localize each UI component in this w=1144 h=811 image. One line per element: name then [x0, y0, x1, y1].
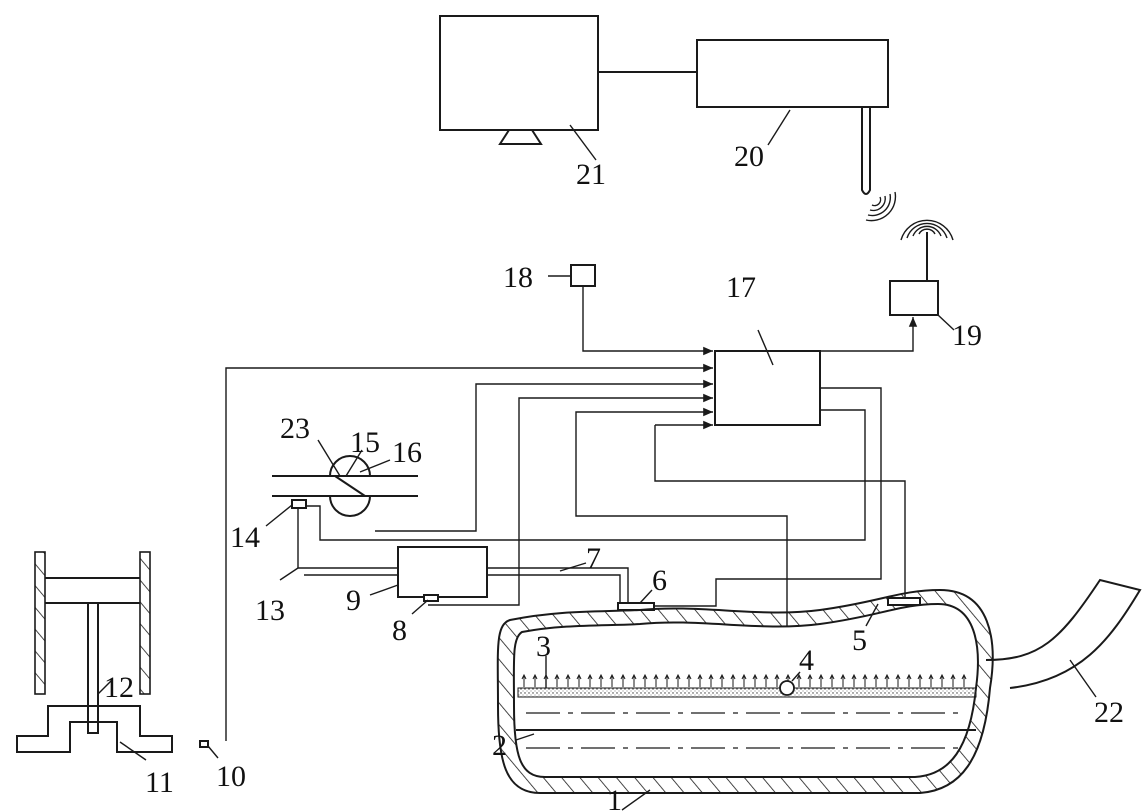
pump-box: [398, 547, 487, 597]
label-11: 11: [145, 766, 174, 799]
label-10: 10: [216, 760, 246, 793]
pressure-sensor: [292, 500, 306, 508]
porous-layer: [518, 688, 976, 697]
transmitter-unit: [890, 220, 953, 315]
label-9: 9: [346, 584, 361, 617]
signal-waves-receiver: [866, 192, 895, 221]
label-20: 20: [734, 140, 764, 173]
end-sensor: [200, 741, 208, 747]
input-module: [571, 265, 595, 286]
label-6: 6: [652, 564, 667, 597]
label-22: 22: [1094, 696, 1124, 729]
level-sensor: [780, 681, 794, 695]
label-21: 21: [576, 158, 606, 191]
label-7: 7: [586, 542, 601, 575]
label-17: 17: [726, 271, 756, 304]
label-2: 2: [492, 729, 507, 762]
controller-box: [715, 351, 820, 425]
label-13: 13: [255, 594, 285, 627]
label-3: 3: [536, 630, 551, 663]
label-15: 15: [350, 426, 380, 459]
pump-sensor: [424, 595, 438, 601]
receiver-unit: [697, 40, 888, 194]
monitor: [440, 16, 598, 144]
label-4: 4: [799, 644, 814, 677]
label-1: 1: [607, 784, 622, 811]
outlet-tube: [986, 580, 1140, 688]
support-stand: [17, 552, 172, 752]
top-sensor: [888, 598, 920, 605]
label-5: 5: [852, 624, 867, 657]
label-23: 23: [280, 412, 310, 445]
label-8: 8: [392, 614, 407, 647]
label-12: 12: [104, 671, 134, 704]
label-18: 18: [503, 261, 533, 294]
label-16: 16: [392, 436, 422, 469]
label-19: 19: [952, 319, 982, 352]
label-14: 14: [230, 521, 260, 554]
